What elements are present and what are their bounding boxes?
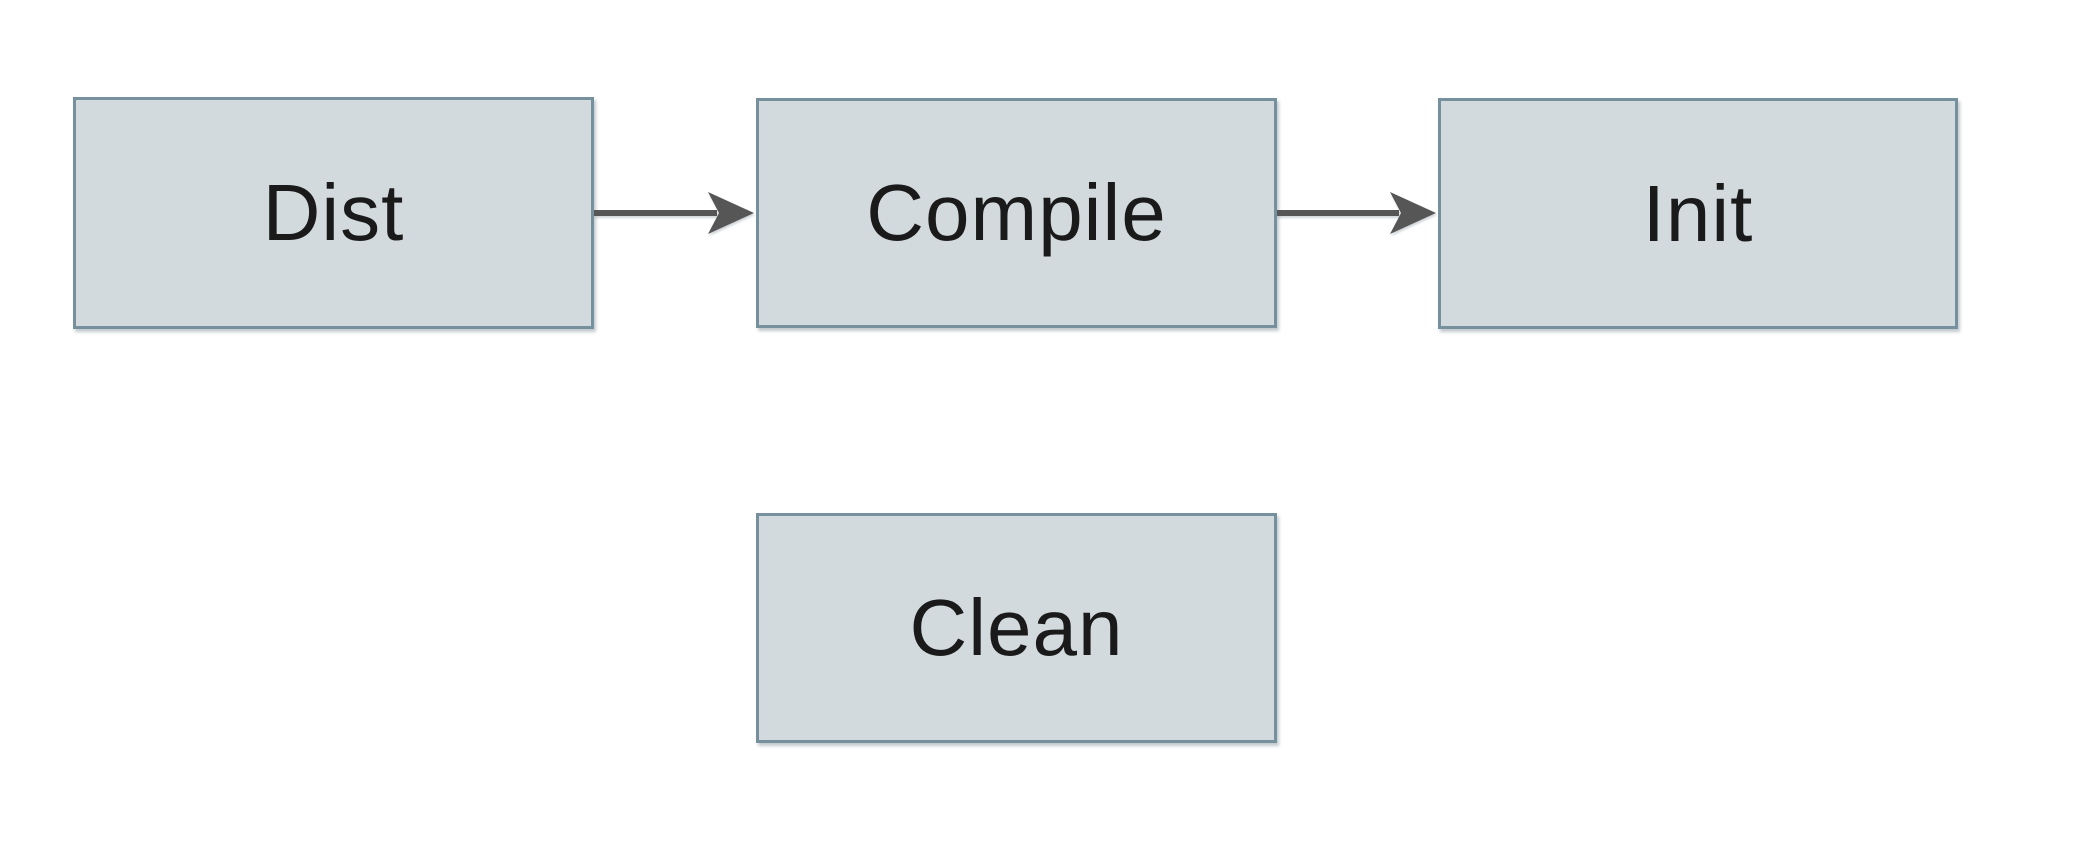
node-init[interactable]: Init xyxy=(1438,98,1958,329)
node-dist-label: Dist xyxy=(262,168,405,257)
node-init-label: Init xyxy=(1642,168,1754,258)
node-clean[interactable]: Clean xyxy=(756,513,1277,743)
arrow-head-icon xyxy=(1390,192,1436,234)
node-clean-label: Clean xyxy=(909,583,1124,672)
node-dist[interactable]: Dist xyxy=(73,97,594,329)
edge-dist-compile[interactable] xyxy=(594,192,754,234)
node-compile-label: Compile xyxy=(866,168,1167,257)
node-compile[interactable]: Compile xyxy=(756,98,1277,328)
arrow-head-icon xyxy=(708,192,754,234)
edge-compile-init[interactable] xyxy=(1277,192,1436,234)
